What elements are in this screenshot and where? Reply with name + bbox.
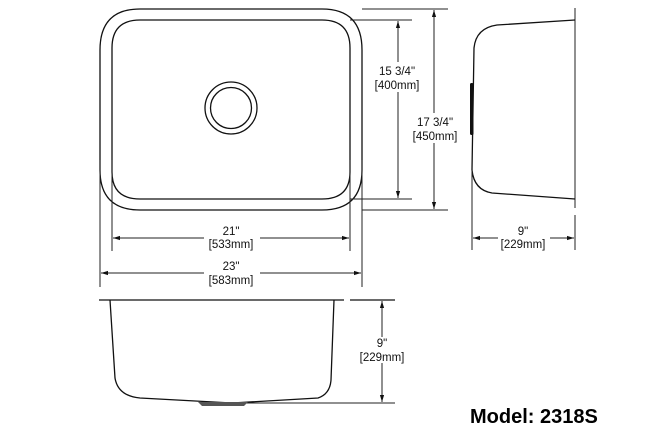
- outer-length-metric: [450mm]: [413, 131, 458, 143]
- drain-inner-icon: [209, 86, 253, 130]
- front-depth-metric: [229mm]: [360, 352, 405, 364]
- inner-width-imperial: 21": [223, 226, 240, 238]
- drain-outer-icon: [204, 81, 258, 135]
- side-profile: [471, 19, 576, 200]
- outer-width-metric: [583mm]: [209, 275, 254, 287]
- model-label: Model: 2318S: [470, 406, 598, 428]
- inner-width-metric: [533mm]: [209, 239, 254, 251]
- inner-length-imperial: 15 3/4": [379, 66, 415, 78]
- sink-outer-rim: [99, 8, 363, 211]
- outer-length-imperial: 17 3/4": [417, 117, 453, 129]
- side-view: 9" [229mm]: [470, 8, 576, 251]
- inner-length-metric: [400mm]: [375, 80, 420, 92]
- drain-front-icon: [198, 402, 248, 406]
- front-view: 9" [229mm]: [99, 299, 406, 406]
- side-depth-imperial: 9": [518, 226, 528, 238]
- side-depth-metric: [229mm]: [501, 239, 546, 251]
- front-depth-imperial: 9": [377, 338, 387, 350]
- outer-width-imperial: 23": [223, 261, 240, 273]
- sink-inner-bowl: [111, 19, 351, 200]
- drain-side-icon: [470, 83, 474, 135]
- front-profile: [109, 299, 335, 404]
- top-view: 15 3/4" [400mm] 17 3/4" [450mm] 21" [533…: [99, 8, 460, 287]
